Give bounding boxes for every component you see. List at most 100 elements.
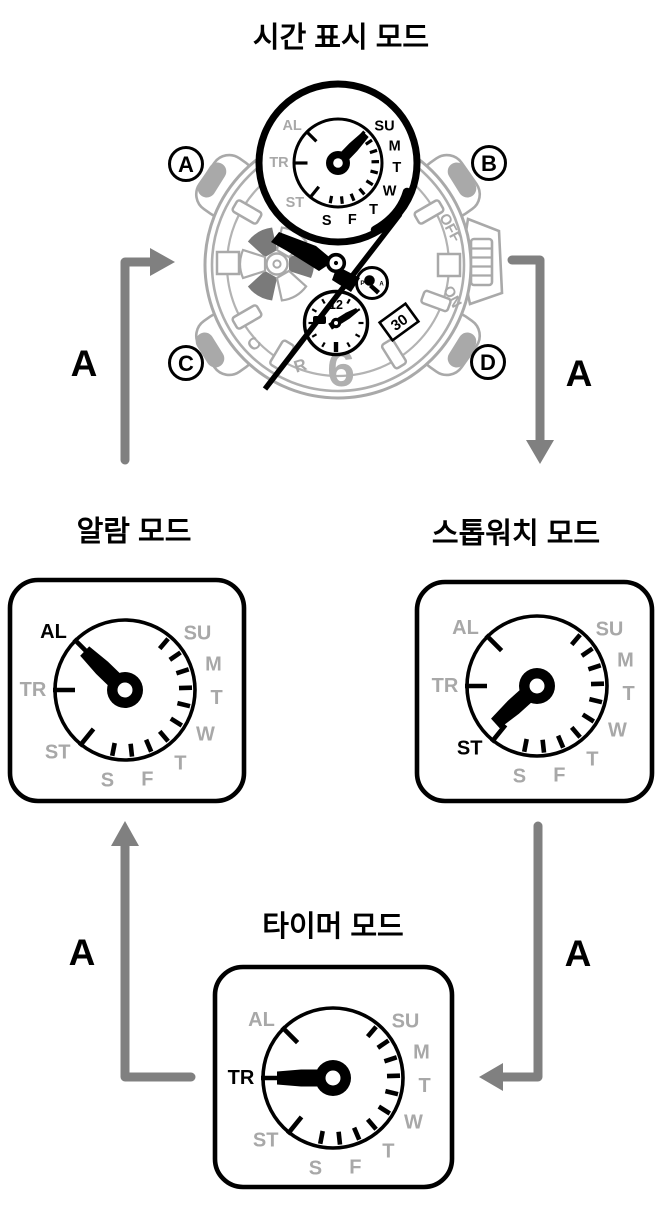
- dial-tick: [175, 667, 190, 676]
- dial-tick: [349, 193, 356, 202]
- dial-label-ST: ST: [253, 1130, 279, 1152]
- twelve-subdial: 12: [302, 289, 370, 357]
- dial-tick: [370, 169, 379, 175]
- marker-9-square: [215, 250, 241, 276]
- pusher-upper-right: [447, 162, 477, 198]
- dial-label-M: M: [389, 139, 401, 155]
- center-hub-dot: [333, 260, 339, 266]
- face-letter-r: R: [292, 355, 310, 377]
- dial-tick: [280, 1025, 300, 1045]
- second-hand: [262, 212, 403, 391]
- pusher-lower-right: [447, 332, 477, 368]
- dial-tick: [376, 1038, 390, 1050]
- dial-tick: [587, 663, 602, 672]
- dial-label-W: W: [404, 1112, 423, 1134]
- dial-label-TR: TR: [432, 675, 459, 697]
- dial-hub-center: [333, 158, 343, 168]
- dial-tick: [555, 734, 566, 749]
- dial-label-W: W: [383, 184, 397, 200]
- dial-label-AL: AL: [40, 621, 67, 643]
- watch-button-callouts: A B C D: [168, 145, 507, 381]
- crown-body: [469, 237, 494, 287]
- dial-tick: [365, 1025, 378, 1039]
- hour-hand: [271, 232, 334, 271]
- dial-tick: [176, 700, 191, 709]
- arrow-heads: [111, 248, 554, 1091]
- dial-label-F: F: [553, 764, 565, 786]
- dial-tick: [383, 1055, 398, 1064]
- button-b-label: B: [481, 151, 497, 176]
- dial-tick: [358, 187, 366, 196]
- dial-label-T: T: [418, 1075, 430, 1097]
- watch-illustration: OFF ON C R 6: [194, 80, 504, 400]
- pa-pointer-stem: [369, 284, 380, 295]
- arrowhead-right-icon: [150, 248, 175, 276]
- dial-label-SU: SU: [596, 618, 624, 640]
- dial-label-T: T: [622, 683, 634, 705]
- dial-hub-center: [529, 678, 545, 694]
- dial-label-T: T: [382, 1141, 394, 1163]
- transition-label-left-top: A: [71, 343, 98, 384]
- pa-label-p: P: [360, 280, 365, 287]
- dial-label-F: F: [141, 768, 153, 790]
- arrowhead-up-icon: [111, 821, 139, 846]
- dial-label-T: T: [210, 687, 222, 709]
- dial-label-T: T: [586, 749, 598, 771]
- dial-tick: [484, 633, 504, 653]
- dial-label-TR: TR: [269, 155, 289, 171]
- dial-tick: [588, 696, 603, 705]
- dial-label-AL: AL: [282, 118, 301, 134]
- dial-tick: [336, 1131, 343, 1145]
- crown: [469, 237, 494, 287]
- twelve-subdial-ticks: [308, 298, 364, 348]
- dial-tick: [384, 1088, 399, 1097]
- watch-pushers: [195, 162, 477, 368]
- transition-arrows: [120, 255, 545, 1082]
- dial-tick: [365, 1117, 378, 1131]
- dial-hub-center: [117, 682, 133, 698]
- dial-label-ST: ST: [286, 195, 305, 211]
- dial-label-S: S: [309, 1157, 322, 1179]
- dial-tick: [317, 1130, 325, 1145]
- dial-label-SU: SU: [184, 622, 212, 644]
- transition-label-right-bottom: A: [565, 933, 592, 974]
- pa-label-a: A: [379, 282, 384, 288]
- transition-label-right-top: A: [566, 353, 593, 394]
- pusher-lower-left: [195, 332, 225, 368]
- dial-tick: [157, 637, 170, 651]
- dial-label-TR: TR: [228, 1067, 255, 1089]
- dial-tick: [580, 646, 594, 658]
- marker-3-square: [436, 252, 462, 278]
- dial-hub-center: [325, 1070, 341, 1086]
- arrow-time-to-stopwatch: [507, 255, 545, 447]
- dial-label-S: S: [322, 213, 332, 229]
- dial-label-M: M: [413, 1042, 430, 1064]
- button-d-circle: [470, 344, 506, 380]
- dial-label-SU: SU: [392, 1010, 420, 1032]
- dial-label-M: M: [205, 654, 222, 676]
- dial-label-F: F: [348, 212, 357, 228]
- arrow-stopwatch-to-timer: [495, 821, 543, 1082]
- dial-label-M: M: [617, 650, 634, 672]
- dial-label-F: F: [349, 1156, 361, 1178]
- date-window: 30: [377, 301, 421, 343]
- dial-tick: [569, 633, 582, 647]
- dial-tick: [377, 1104, 392, 1116]
- dial-tick: [339, 196, 344, 204]
- dial-label-SU: SU: [374, 119, 394, 135]
- dial-tick: [77, 727, 96, 748]
- dial-tick: [569, 725, 582, 739]
- fan-hub-hole: [272, 259, 282, 269]
- dial-tick: [369, 148, 378, 155]
- pusher-upper-left: [197, 162, 227, 198]
- twelve-subdial-hub-center: [334, 321, 338, 325]
- dial-label-S: S: [101, 769, 114, 791]
- time-mode-title: 시간 표시 모드: [253, 21, 429, 54]
- dial-tick: [540, 739, 547, 753]
- transition-label-left-bottom: A: [69, 932, 96, 973]
